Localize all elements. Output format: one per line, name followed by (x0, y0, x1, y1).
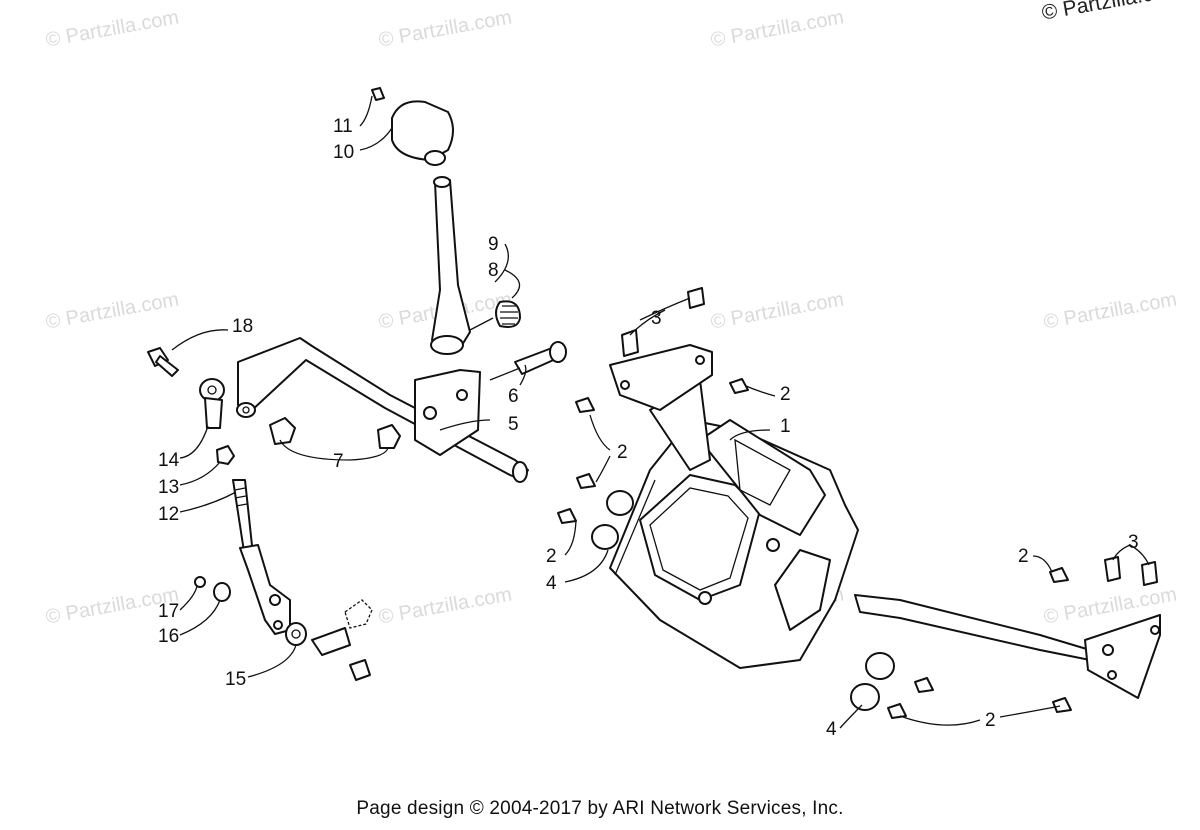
callout-18: 18 (232, 316, 253, 337)
callout-2: 2 (985, 710, 996, 731)
clip-part-3[interactable] (621, 287, 1158, 586)
callout-8: 8 (488, 260, 499, 281)
bolt-part-2[interactable] (557, 378, 1072, 719)
callout-7: 7 (333, 451, 344, 472)
callout-6: 6 (508, 386, 519, 407)
pin-part-6[interactable] (489, 341, 567, 381)
callout-14: 14 (158, 450, 180, 471)
shaft-part-5[interactable] (236, 337, 529, 483)
leader-lines (171, 95, 1150, 729)
linkage-arm[interactable] (311, 599, 373, 681)
screw-part-11[interactable] (371, 87, 385, 101)
page-footer: Page design © 2004-2017 by ARI Network S… (356, 798, 844, 819)
pivot-bracket[interactable] (414, 369, 481, 456)
shift-rod-part-12[interactable] (232, 479, 291, 635)
spacer-part-4[interactable] (591, 490, 895, 711)
callout-2: 2 (780, 384, 791, 405)
callout-3: 3 (651, 308, 662, 329)
bolt-part-18[interactable] (147, 347, 179, 377)
callout-9: 9 (488, 234, 499, 255)
callout-1: 1 (780, 416, 791, 437)
callout-13: 13 (158, 477, 179, 498)
callout-2: 2 (546, 546, 557, 567)
nut-part-7[interactable] (269, 417, 401, 449)
callout-10: 10 (333, 142, 354, 163)
callout-12: 12 (158, 504, 179, 525)
clip-part-17[interactable] (194, 576, 206, 588)
callout-2: 2 (1018, 546, 1029, 567)
callout-11: 11 (333, 116, 353, 137)
jam-nut-part-13[interactable] (216, 445, 235, 465)
spring-part-8[interactable] (469, 300, 521, 331)
callout-4: 4 (546, 573, 557, 594)
washer-part-15[interactable] (285, 622, 307, 646)
callout-2: 2 (617, 442, 628, 463)
washer-part-16[interactable] (213, 582, 231, 602)
callout-17: 17 (158, 601, 179, 622)
callout-4: 4 (826, 719, 837, 740)
callout-5: 5 (508, 414, 519, 435)
rod-end-part-14[interactable] (199, 378, 225, 429)
shift-knob-part-10[interactable] (391, 100, 454, 166)
callout-16: 16 (158, 626, 179, 647)
callout-labels: 1 2 2 2 2 2 3 3 4 4 5 6 7 8 9 10 11 12 1… (158, 116, 1139, 740)
shift-lever-part-9[interactable] (430, 176, 471, 355)
callout-3: 3 (1128, 532, 1139, 553)
callout-15: 15 (225, 669, 246, 690)
main-bracket-part-1[interactable] (609, 344, 1161, 699)
